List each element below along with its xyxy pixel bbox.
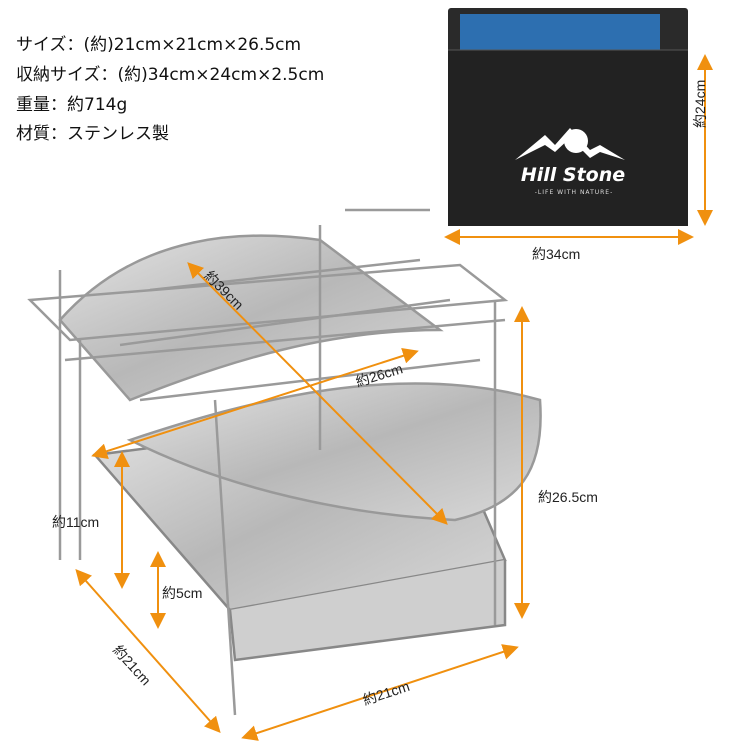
height-label: 約26.5cm — [538, 489, 598, 505]
brand-logo: Hill Stone — [520, 164, 626, 186]
spec-material: 材質：ステンレス製 — [16, 124, 169, 144]
storage-bag — [448, 8, 688, 226]
tray-height-label: 約11cm — [52, 514, 100, 530]
spec-size: サイズ：(約)21cm×21cm×26.5cm — [16, 35, 302, 55]
bag-width-label: 約34cm — [532, 246, 581, 262]
grill-stove — [27, 208, 542, 716]
spec-weight: 重量：約714g — [16, 95, 128, 115]
brand-tagline: -LIFE WITH NATURE- — [534, 189, 614, 196]
dimension-arrows — [75, 54, 713, 741]
bag-height-label: 約24cm — [692, 79, 708, 128]
spec-storage-size: 収納サイズ：(約)34cm×24cm×2.5cm — [16, 65, 325, 85]
leg-height-label: 約5cm — [162, 585, 203, 601]
